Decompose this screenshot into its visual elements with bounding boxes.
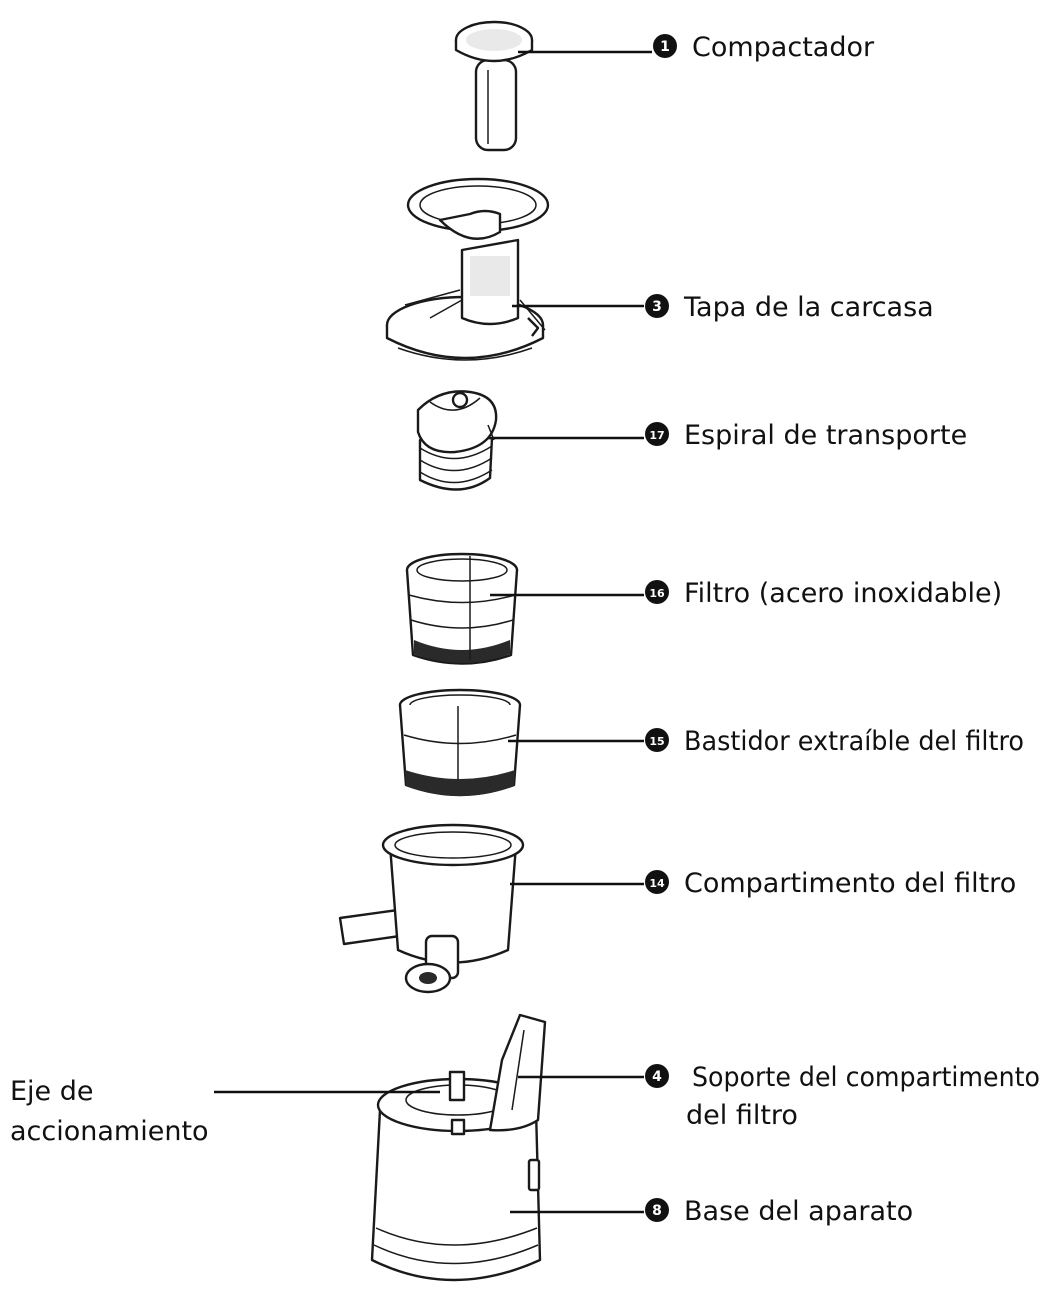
svg-text:8: 8 (652, 1203, 662, 1219)
badge-3: 3 (645, 294, 669, 318)
badge-15: 15 (645, 728, 669, 752)
filter-frame-part (398, 688, 522, 797)
label-eje-line1: Eje de (10, 1076, 94, 1107)
label-base-aparato: Base del aparato (684, 1196, 913, 1227)
label-bastidor: Bastidor extraíble del filtro (684, 726, 1024, 757)
label-eje-line2: accionamiento (10, 1116, 209, 1147)
svg-text:15: 15 (649, 735, 664, 748)
strainer-part (405, 552, 519, 665)
badge-16: 16 (645, 580, 669, 604)
auger-part (416, 390, 498, 491)
label-espiral-transporte: Espiral de transporte (684, 420, 967, 451)
filter-bowl-part (338, 823, 525, 994)
motor-base-part (370, 1013, 547, 1282)
svg-text:14: 14 (649, 877, 665, 890)
label-compactador: Compactador (692, 32, 875, 63)
badge-14: 14 (645, 870, 669, 894)
label-filtro: Filtro (acero inoxidable) (684, 578, 1002, 609)
badge-8: 8 (645, 1198, 669, 1222)
housing-lid-part (385, 177, 550, 361)
label-tapa-carcasa: Tapa de la carcasa (683, 292, 934, 323)
svg-text:16: 16 (649, 587, 665, 600)
label-soporte-line1: Soporte del compartimento (692, 1062, 1040, 1093)
badge-4: 4 (645, 1064, 669, 1088)
svg-text:4: 4 (652, 1069, 662, 1085)
svg-text:1: 1 (660, 39, 670, 55)
svg-text:17: 17 (649, 429, 664, 442)
pusher-part (454, 20, 534, 152)
label-soporte-line2: del filtro (686, 1100, 798, 1131)
svg-text:3: 3 (652, 299, 662, 315)
label-compartimento: Compartimento del filtro (684, 868, 1016, 899)
badge-1: 1 (653, 34, 677, 58)
badge-17: 17 (645, 422, 669, 446)
